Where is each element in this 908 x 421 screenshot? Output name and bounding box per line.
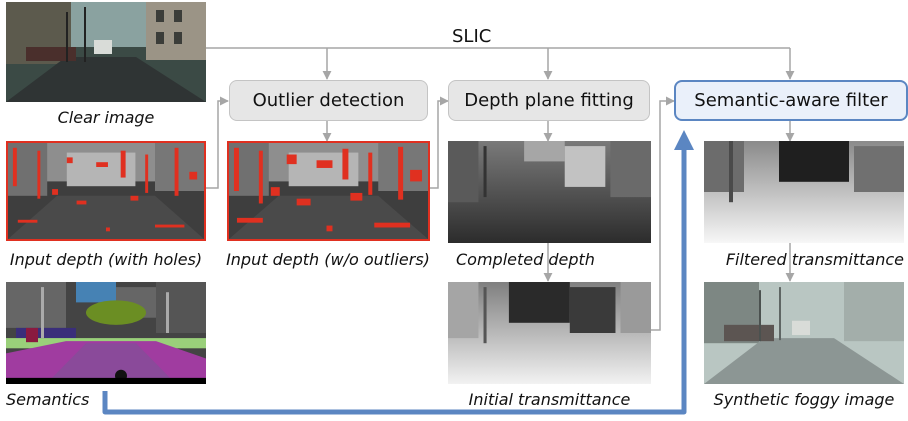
initial-transmittance (448, 282, 651, 384)
caption-input-depth-holes: Input depth (with holes) (9, 250, 203, 269)
caption-synthetic-foggy: Synthetic foggy image (713, 390, 895, 409)
input-depth-without-outliers (227, 141, 430, 241)
semantics-image (6, 282, 206, 384)
slic-label: SLIC (452, 26, 492, 47)
outlier-detection-box: Outlier detection (229, 80, 428, 121)
semantic-aware-filter-box: Semantic-aware filter (674, 80, 908, 121)
initial-to-filter-arrow (651, 96, 675, 331)
completed-depth (448, 141, 651, 243)
caption-initial-transmittance: Initial transmittance (468, 390, 631, 409)
caption-clear-image: Clear image (57, 108, 155, 127)
clear-image (6, 2, 206, 102)
depth-plane-fitting-box: Depth plane fitting (448, 80, 650, 121)
input-depth-with-holes (6, 141, 206, 241)
synthetic-foggy-image (704, 282, 904, 384)
caption-semantics: Semantics (6, 390, 90, 409)
caption-completed-depth: Completed depth (456, 250, 595, 269)
caption-input-depth-no-outliers: Input depth (w/o outliers) (226, 250, 430, 269)
caption-filtered-transmittance: Filtered transmittance (725, 250, 904, 269)
semantics-to-filter-arrow (102, 130, 694, 415)
filtered-transmittance (704, 141, 904, 243)
input-to-outlier-arrow (206, 96, 229, 189)
cleaned-to-depthfit-arrow (430, 96, 449, 189)
